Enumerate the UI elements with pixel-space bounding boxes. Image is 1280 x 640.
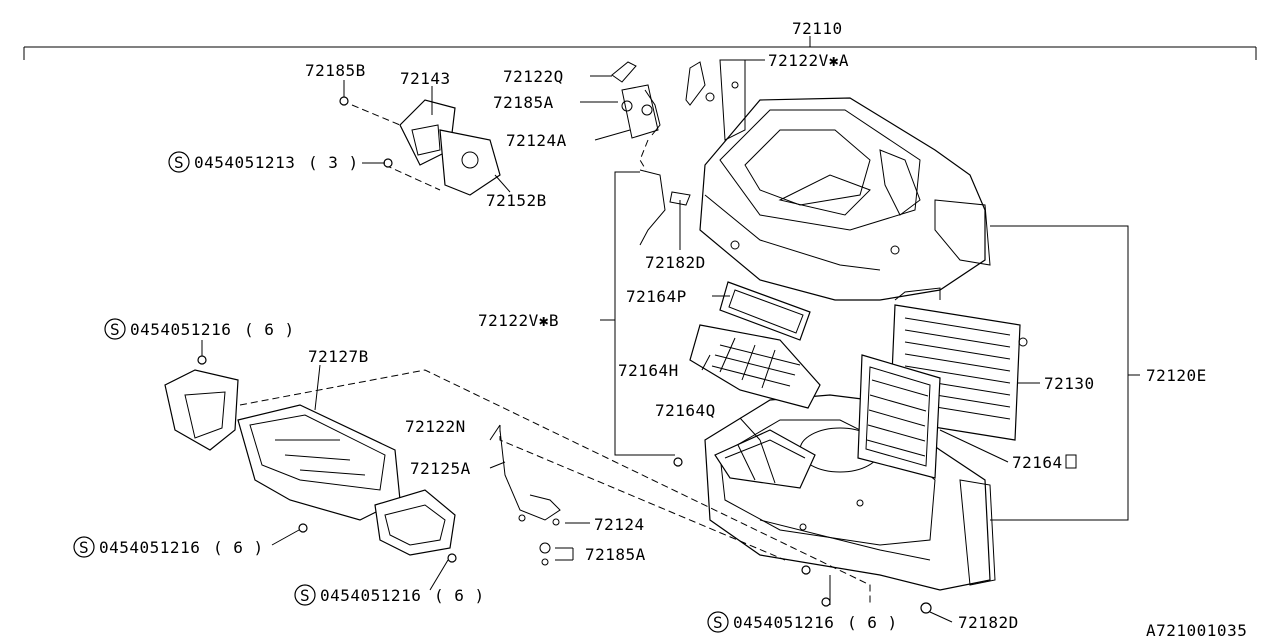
bolt-label-left: 0454051216 — [130, 320, 231, 339]
label-72124: 72124 — [594, 515, 645, 534]
heater-unit-upper-case — [699, 59, 991, 301]
label-72120e: 72120E — [1146, 366, 1207, 385]
label-72185a-top: 72185A — [493, 93, 554, 112]
s-symbol: S — [79, 538, 89, 557]
leader-lines — [201, 59, 1140, 623]
bolt-callout-top: S 0454051213 ( 3 ) — [168, 151, 359, 173]
label-72164p: 72164P — [626, 287, 687, 306]
label-72143: 72143 — [400, 69, 451, 88]
label-72182d-bot: 72182D — [958, 613, 1019, 632]
label-72122vb: 72122V✱B — [478, 311, 559, 330]
label-72124a: 72124A — [506, 131, 567, 150]
s-symbol: S — [110, 320, 120, 339]
phantom-line — [239, 369, 871, 605]
label-72127b: 72127B — [308, 347, 369, 366]
svg-text:72164: 72164 — [1012, 453, 1063, 472]
bolt-qty-bottom: ( 6 ) — [847, 613, 898, 632]
bolt-qty-lower-mid: ( 6 ) — [434, 586, 485, 605]
bolt-callout-bottom: S 0454051216 ( 6 ) — [707, 611, 898, 633]
label-72182d-top: 72182D — [645, 253, 706, 272]
label-72164o: 72164 — [1012, 453, 1077, 472]
bolt-qty-left: ( 6 ) — [244, 320, 295, 339]
assembly-bracket — [23, 36, 1257, 60]
bolt-callout-left: S 0454051216 ( 6 ) — [104, 318, 295, 340]
label-72130: 72130 — [1044, 374, 1095, 393]
label-72164h: 72164H — [618, 361, 679, 380]
bolt-qty-lower-left: ( 6 ) — [213, 538, 264, 557]
assembly-number-label: 72110 — [792, 19, 843, 38]
label-72164q: 72164Q — [655, 401, 716, 420]
label-72122va: 72122V✱A — [768, 51, 849, 70]
label-72185a-bot: 72185A — [585, 545, 646, 564]
bracket-72143 — [339, 96, 501, 196]
mode-door-h — [689, 324, 821, 409]
label-72122q: 72122Q — [503, 67, 564, 86]
label-72122n: 72122N — [405, 417, 466, 436]
lever-72124 — [499, 429, 561, 566]
bolt-markers — [197, 355, 932, 614]
bolt-label-lower-mid: 0454051216 — [320, 586, 421, 605]
s-symbol: S — [300, 586, 310, 605]
bolt-label-top: 0454051213 — [194, 153, 295, 172]
filter-frame — [857, 354, 941, 479]
label-72185b: 72185B — [305, 61, 366, 80]
s-symbol: S — [713, 613, 723, 632]
figure-code: A721001035 — [1146, 621, 1247, 640]
link-rods — [611, 61, 739, 246]
air-mix-door-p — [719, 281, 811, 341]
label-72125a: 72125A — [410, 459, 471, 478]
s-symbol: S — [174, 153, 184, 172]
bolt-qty-top: ( 3 ) — [308, 153, 359, 172]
door-q — [714, 429, 816, 489]
duct-72127b — [164, 369, 456, 556]
bolt-callout-lower-mid: S 0454051216 ( 6 ) — [294, 584, 485, 606]
bolt-label-lower-left: 0454051216 — [99, 538, 200, 557]
bolt-label-bottom: 0454051216 — [733, 613, 834, 632]
bolt-callout-lower-left: S 0454051216 ( 6 ) — [73, 536, 264, 558]
label-72152b: 72152B — [486, 191, 547, 210]
